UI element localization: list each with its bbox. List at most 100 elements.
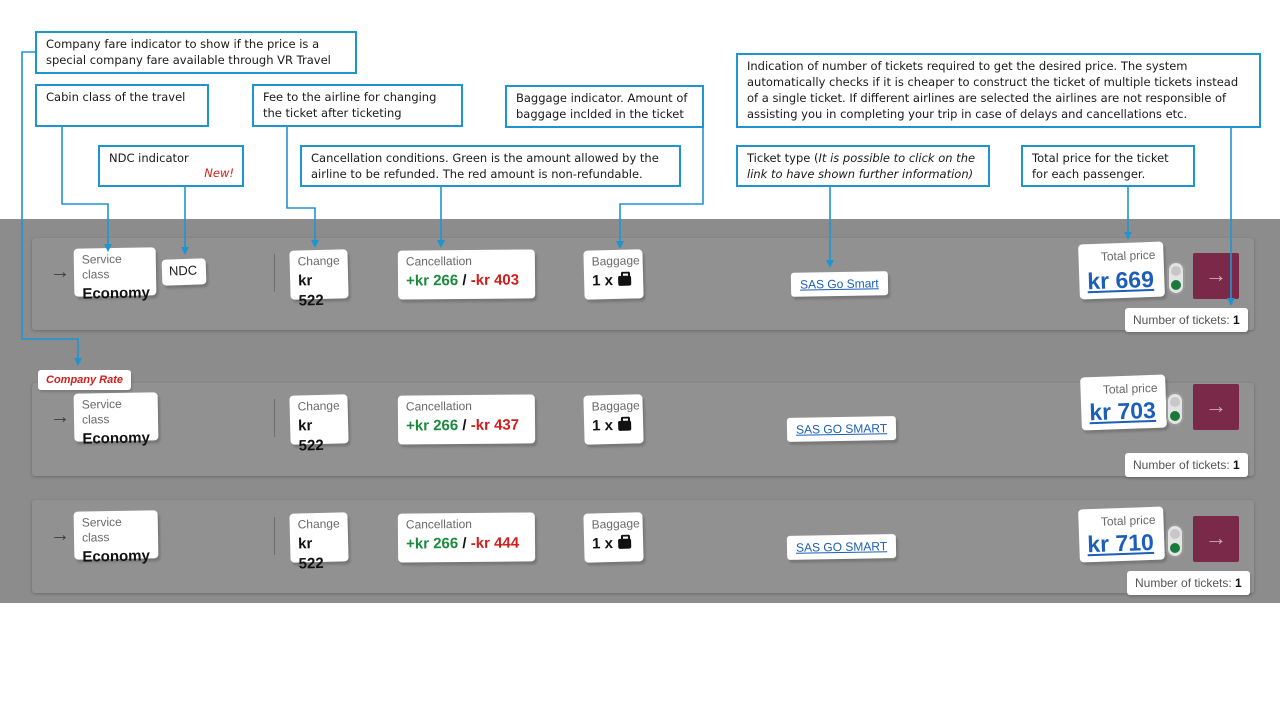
change-value: kr 522 — [297, 272, 324, 310]
traffic-light-on — [1171, 280, 1181, 290]
slash: / — [462, 272, 467, 290]
traffic-light-off — [1171, 266, 1181, 276]
callout-company-fare: Company fare indicator to show if the pr… — [35, 31, 357, 74]
slash: / — [462, 535, 467, 553]
number-of-tickets-value: 1 — [1233, 313, 1240, 327]
number-of-tickets-label: Number of tickets: — [1135, 576, 1232, 590]
ticket-type-link[interactable]: SAS GO SMART — [786, 416, 897, 442]
traffic-light-icon — [1166, 392, 1184, 426]
traffic-light-on — [1170, 543, 1180, 553]
select-flight-button[interactable]: → — [1193, 253, 1239, 299]
baggage-chip: Baggage 1 x — [583, 512, 644, 563]
callout-ndc: NDC indicator New! — [98, 145, 244, 187]
change-label: Change — [297, 253, 340, 269]
total-price-value[interactable]: kr 703 — [1088, 396, 1157, 426]
ndc-badge-text: NDC — [168, 262, 198, 279]
total-price-chip: Total price kr 710 — [1078, 506, 1165, 563]
slash: / — [462, 417, 467, 435]
cancellation-chip: Cancellation +kr 266 / -kr 444 — [397, 512, 536, 563]
traffic-light-off — [1170, 529, 1180, 539]
change-label: Change — [297, 516, 340, 532]
number-of-tickets-label: Number of tickets: — [1133, 458, 1230, 472]
callout-total-price: Total price for the ticket for each pass… — [1021, 145, 1195, 187]
traffic-light-icon — [1166, 524, 1184, 558]
cancellation-chip: Cancellation +kr 266 / -kr 403 — [397, 249, 536, 300]
service-class-label: Service class — [81, 514, 122, 545]
ticket-type-link[interactable]: SAS GO SMART — [786, 534, 897, 560]
baggage-label: Baggage — [591, 516, 640, 532]
change-value: kr 522 — [297, 535, 324, 573]
divider — [274, 399, 275, 437]
baggage-chip: Baggage 1 x — [583, 394, 644, 445]
suitcase-icon — [617, 275, 632, 286]
callout-ticket-type: Ticket type (It is possible to click on … — [736, 145, 990, 187]
ndc-badge: NDC — [161, 258, 207, 286]
nonrefundable-amount: -kr 403 — [470, 271, 520, 289]
baggage-chip: Baggage 1 x — [583, 249, 644, 300]
number-of-tickets-value: 1 — [1235, 576, 1242, 590]
arrow-right-icon: → — [50, 406, 70, 428]
traffic-light-on — [1170, 411, 1180, 421]
total-price-chip: Total price kr 669 — [1078, 241, 1165, 300]
change-label: Change — [297, 398, 340, 414]
nonrefundable-amount: -kr 437 — [470, 416, 520, 434]
nonrefundable-amount: -kr 444 — [470, 534, 520, 552]
callout-cabin-class: Cabin class of the travel — [35, 84, 209, 127]
total-price-value[interactable]: kr 710 — [1086, 528, 1155, 558]
baggage-label: Baggage — [591, 253, 640, 269]
select-flight-button[interactable]: → — [1193, 516, 1239, 562]
suitcase-icon — [617, 420, 632, 431]
callout-num-tickets: Indication of number of tickets required… — [736, 53, 1261, 128]
arrow-right-icon: → — [50, 524, 70, 546]
callout-ndc-text: NDC indicator — [109, 151, 189, 165]
service-class-label: Service class — [81, 251, 122, 282]
baggage-count: 1 x — [591, 417, 614, 435]
refundable-amount: +kr 266 — [405, 417, 459, 435]
traffic-light-icon — [1167, 261, 1185, 295]
service-class-chip: Service class Economy — [73, 392, 159, 448]
ticket-type-link[interactable]: SAS Go Smart — [790, 271, 888, 297]
number-of-tickets: Number of tickets: 1 — [1127, 571, 1250, 595]
change-chip: Change kr 522 — [289, 249, 349, 310]
service-class-chip: Service class Economy — [73, 510, 159, 566]
cancellation-label: Cancellation — [405, 253, 472, 269]
number-of-tickets-label: Number of tickets: — [1133, 313, 1230, 327]
number-of-tickets-value: 1 — [1233, 458, 1240, 472]
change-value: kr 522 — [297, 417, 324, 455]
total-price-label: Total price — [1100, 247, 1156, 264]
number-of-tickets: Number of tickets: 1 — [1125, 308, 1248, 332]
callout-baggage: Baggage indicator. Amount of baggage inc… — [505, 85, 704, 128]
callout-num-tickets-text: Indication of number of tickets required… — [747, 59, 1239, 121]
baggage-count: 1 x — [591, 535, 614, 553]
service-class-value: Economy — [82, 284, 151, 303]
total-price-label: Total price — [1102, 380, 1158, 397]
new-tag: New! — [204, 166, 234, 180]
select-flight-button[interactable]: → — [1193, 384, 1239, 430]
service-class-label: Service class — [81, 396, 122, 427]
baggage-count: 1 x — [591, 272, 614, 290]
service-class-chip: Service class Economy — [73, 247, 157, 303]
callout-change-fee-text: Fee to the airline for changing the tick… — [263, 90, 437, 120]
callout-company-fare-text: Company fare indicator to show if the pr… — [46, 37, 331, 67]
refundable-amount: +kr 266 — [405, 535, 459, 553]
cancellation-label: Cancellation — [405, 516, 472, 532]
change-chip: Change kr 522 — [289, 394, 349, 455]
callout-cabin-class-text: Cabin class of the travel — [46, 90, 186, 104]
callout-ticket-type-prefix: Ticket type ( — [747, 151, 819, 165]
callout-baggage-text: Baggage indicator. Amount of baggage inc… — [516, 91, 688, 121]
company-rate-badge: Company Rate — [38, 370, 132, 390]
total-price-chip: Total price kr 703 — [1080, 374, 1167, 431]
change-chip: Change kr 522 — [289, 512, 349, 573]
callout-total-price-text: Total price for the ticket for each pass… — [1032, 151, 1169, 181]
refundable-amount: +kr 266 — [405, 272, 459, 290]
callout-cancellation: Cancellation conditions. Green is the am… — [300, 145, 681, 187]
company-rate-text: Company Rate — [46, 374, 124, 386]
cancellation-label: Cancellation — [405, 398, 472, 414]
divider — [274, 254, 275, 292]
service-class-value: Economy — [82, 429, 151, 448]
cancellation-chip: Cancellation +kr 266 / -kr 437 — [397, 394, 536, 445]
total-price-value[interactable]: kr 669 — [1086, 265, 1155, 295]
baggage-label: Baggage — [591, 398, 640, 414]
service-class-value: Economy — [82, 547, 151, 566]
number-of-tickets: Number of tickets: 1 — [1125, 453, 1248, 477]
